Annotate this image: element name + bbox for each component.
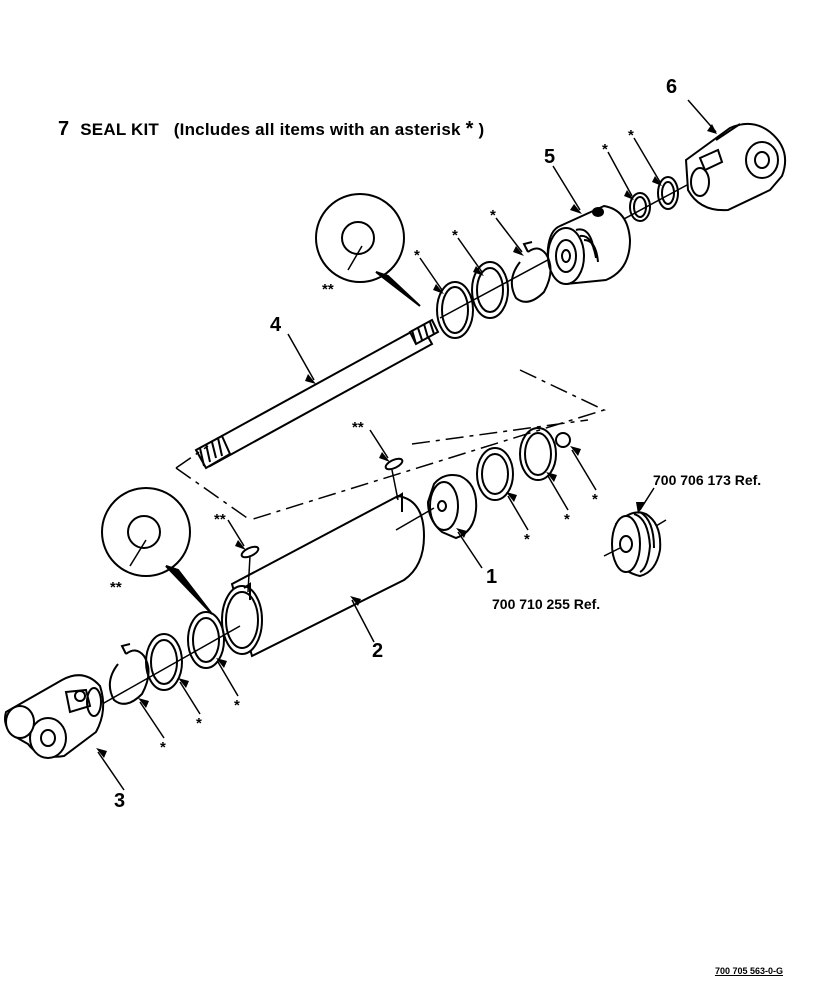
dashed-leader xyxy=(175,369,607,521)
seal-kit-asterisk: * xyxy=(465,118,474,140)
piston-rod xyxy=(194,318,440,470)
callout-3: 3 xyxy=(114,790,126,812)
detail-bubble-upper xyxy=(315,193,421,307)
callout-6: 6 xyxy=(666,76,678,98)
leader-lines xyxy=(96,137,662,791)
marker-double-star: ** xyxy=(322,281,334,298)
callout-5: 5 xyxy=(544,146,556,168)
marker-star: * xyxy=(414,247,420,264)
marker-star: * xyxy=(160,739,166,756)
alt-piston xyxy=(603,511,667,578)
oring-lower-1 xyxy=(187,611,225,669)
seal-kit-number: 7 xyxy=(58,118,70,140)
detail-bubble-lower xyxy=(101,487,213,615)
piston xyxy=(426,474,478,540)
alt-piston-reference: 700 706 173 Ref. xyxy=(653,472,762,488)
gland xyxy=(546,204,632,286)
marker-star: * xyxy=(490,207,496,224)
marker-double-star: ** xyxy=(352,419,364,436)
clevis-base-end xyxy=(4,674,105,759)
marker-star: * xyxy=(196,715,202,732)
oring-piston xyxy=(519,427,557,481)
marker-star: * xyxy=(524,531,530,548)
seal-kit-title: 7 SEAL KIT (Includes all items with an a… xyxy=(58,118,484,141)
oring-upper-3 xyxy=(436,281,474,339)
seal-kit-note: (Includes all items with an asterisk xyxy=(173,120,461,139)
snap-ring-lower xyxy=(108,649,150,705)
seal-kit-close: ) xyxy=(478,120,485,139)
key-lower xyxy=(240,545,260,559)
clevis-rod-end xyxy=(684,122,786,212)
backup-ring-upper xyxy=(471,261,509,319)
marker-star: * xyxy=(602,141,608,158)
drawing-number: 700 705 563-0-G xyxy=(714,966,783,976)
marker-star: * xyxy=(452,227,458,244)
callout-1: 1 xyxy=(486,566,498,588)
oring-upper-2 xyxy=(629,192,651,222)
marker-star: * xyxy=(592,491,598,508)
marker-star: * xyxy=(628,127,634,144)
callout-2: 2 xyxy=(372,640,384,662)
piston-reference: 700 710 255 Ref. xyxy=(492,596,601,612)
callout-4: 4 xyxy=(270,314,282,336)
marker-double-star: ** xyxy=(214,511,226,528)
marker-double-star: ** xyxy=(110,579,122,596)
oring-upper-1 xyxy=(657,176,679,210)
marker-star: * xyxy=(234,697,240,714)
lower-axis-line xyxy=(87,625,241,713)
cylinder-barrel xyxy=(221,492,426,658)
key-upper xyxy=(384,457,404,471)
snap-ring-upper xyxy=(510,247,552,303)
seal-kit-label: SEAL KIT xyxy=(80,120,160,139)
marker-star: * xyxy=(564,511,570,528)
